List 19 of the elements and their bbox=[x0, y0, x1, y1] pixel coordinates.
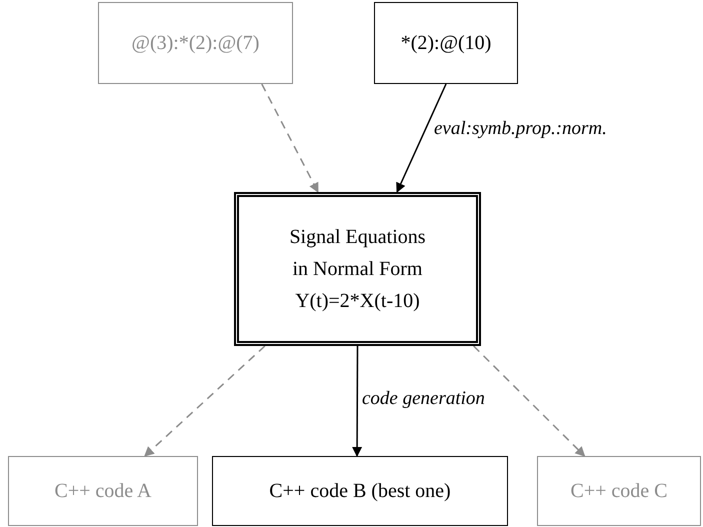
process-box bbox=[8, 456, 198, 526]
node-text: C++ code A bbox=[54, 479, 152, 504]
edge-label: code generation bbox=[360, 388, 487, 410]
node-text: C++ code C bbox=[570, 479, 668, 504]
process-box bbox=[234, 192, 481, 346]
node-text: @(3):*(2):@(7) bbox=[130, 31, 260, 56]
process-box bbox=[537, 456, 701, 526]
arrow bbox=[144, 345, 266, 457]
node-text: *(2):@(10) bbox=[400, 31, 492, 56]
process-box bbox=[98, 2, 293, 84]
node-text: C++ code B (best one) bbox=[268, 479, 452, 504]
node-text: Signal Equations in Normal Form bbox=[288, 225, 427, 282]
process-box bbox=[212, 456, 508, 526]
node-text: Y(t)=2*X(t-10) bbox=[295, 289, 420, 314]
process-box bbox=[374, 2, 518, 84]
arrow bbox=[261, 84, 319, 193]
arrow bbox=[473, 345, 586, 457]
arrow bbox=[396, 84, 447, 193]
arrow bbox=[352, 346, 362, 457]
